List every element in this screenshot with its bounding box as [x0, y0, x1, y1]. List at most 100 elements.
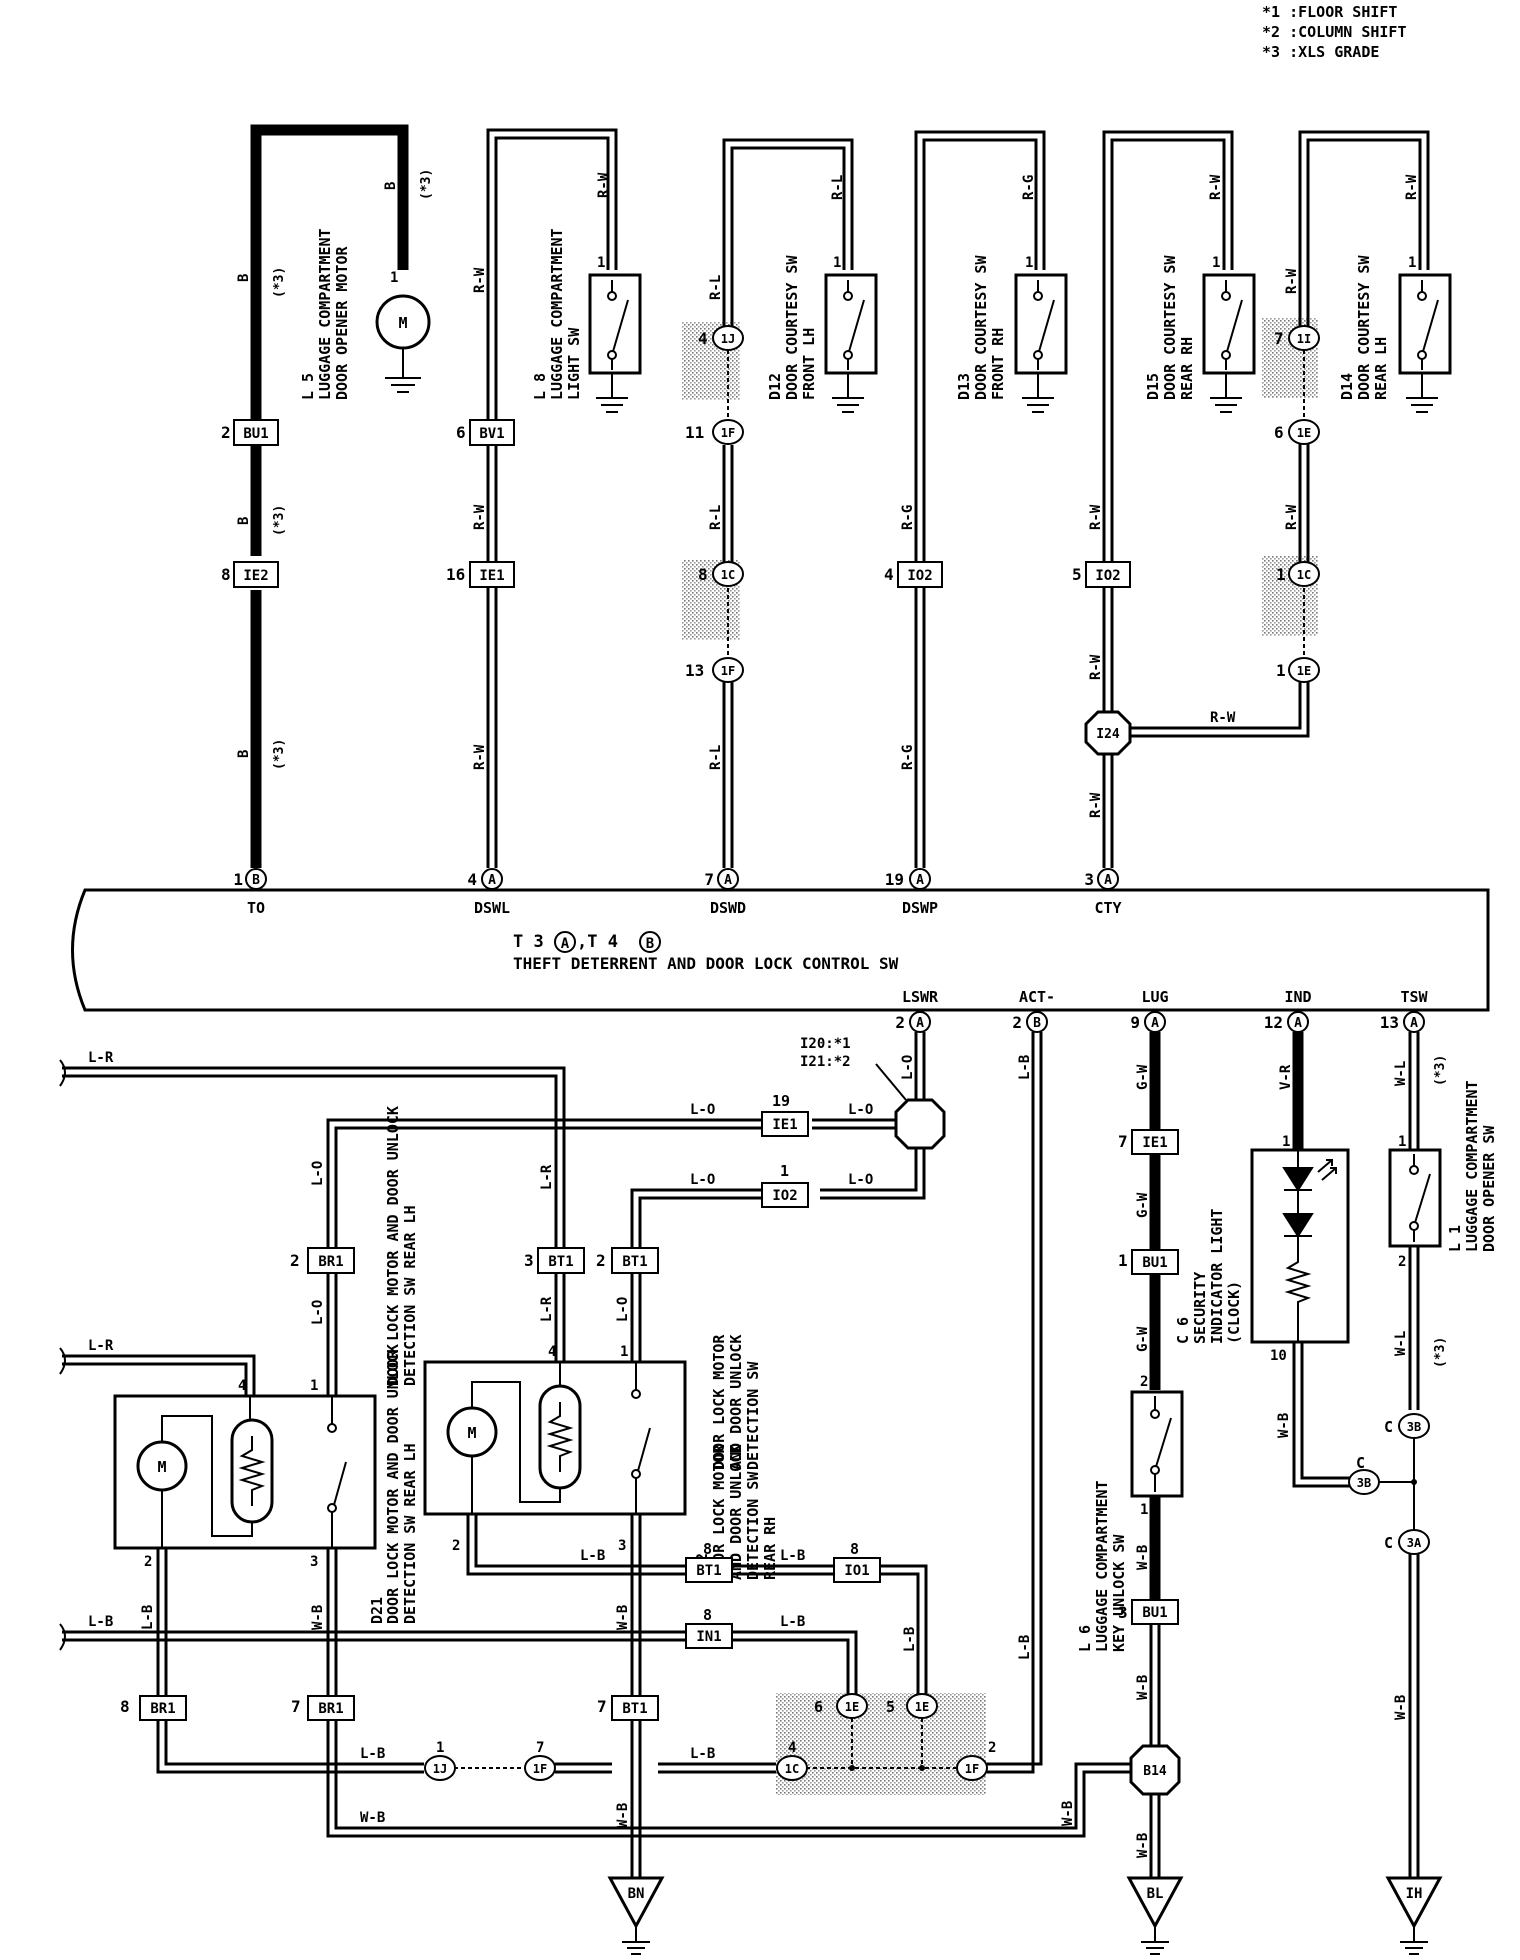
br1-left-box: [139, 1695, 187, 1721]
pin-lswr-label: LSWR: [902, 988, 939, 1006]
d21-name2: DETECTION SW REAR LH: [401, 1205, 419, 1386]
d22-name1: DOOR LOCK MOTOR: [710, 1334, 728, 1470]
j1j-top-pin: 4: [698, 329, 708, 348]
d15-switch-pt1: [1221, 291, 1231, 301]
d22-pin4-wire: [554, 1273, 566, 1362]
d22-wire-lr: L-R: [539, 1296, 555, 1322]
junction-1c-bot: 4 1C: [776, 1740, 808, 1781]
wire-wl-tsw: [1408, 1032, 1420, 1150]
i21-label: I21:*2: [800, 1054, 851, 1070]
d22-pin2: 2: [452, 1538, 460, 1554]
l8-wire-rw1: R-W: [596, 172, 612, 198]
pin-tsw-letter: A: [1410, 1016, 1418, 1031]
j1f-d12-shape: [712, 657, 744, 683]
bu1-bot-box: [1131, 1599, 1179, 1625]
wire-rw-d15-b: [1102, 588, 1114, 712]
wire-lb-1f-bt1: [555, 1762, 612, 1774]
pin-ind-num: 12: [1264, 1013, 1283, 1032]
ground-bn: BN: [607, 1876, 665, 1955]
l6-name2: KEY UNLOCK SW: [1110, 1534, 1128, 1652]
d12-name1: DOOR COURTESY SW: [783, 255, 801, 400]
wire-rl-d12-b: [722, 445, 734, 562]
d21-switch-pt1: [327, 1423, 337, 1433]
pin-to-conn: [245, 868, 267, 890]
l6-switch-box: [1130, 1390, 1184, 1498]
junction-1e-5: 5 1E: [886, 1693, 938, 1719]
io2-cty-label: IO2: [1095, 568, 1120, 584]
br1-right-pin: 7: [291, 1697, 301, 1716]
pin-dswp-num: 19: [885, 870, 904, 889]
wire-rw-i24: [1129, 670, 1310, 738]
d14-ground-icon: [1406, 373, 1438, 413]
pin-dswd-conn: [717, 868, 739, 890]
ie2-box: [233, 561, 279, 588]
pin-dswd-label: DSWD: [710, 899, 746, 917]
lug-wire-gw-2: G-W: [1135, 1192, 1151, 1218]
j1e-d14-label: 1E: [1297, 426, 1311, 440]
br1-right-label: BR1: [318, 1701, 343, 1717]
wire-b-star3-2: (*3): [272, 505, 287, 536]
d13-switch-pt1: [1033, 291, 1043, 301]
i20-i21-leader: [875, 1063, 907, 1101]
d22-name3: DETECTION SW: [744, 1361, 762, 1470]
j1j-bot-pin: 1: [436, 1740, 444, 1756]
wire-lb-in1-tick: [59, 1623, 66, 1651]
pin-act-num: 2: [1012, 1013, 1022, 1032]
bt1-wire-lr: L-R: [539, 1164, 555, 1190]
connector-bt1-bot: 7 BT1: [597, 1695, 659, 1721]
br1-left-label: BR1: [150, 1701, 175, 1717]
ground-ih-shape: [1385, 1876, 1443, 1930]
wire-wb-3a-ih: [1408, 1554, 1420, 1878]
j1f-act-pin: 2: [988, 1740, 996, 1756]
j1c-bot-label: 1C: [785, 1762, 799, 1776]
pin-to: 1 B TO: [233, 868, 267, 917]
io2-bot-box: [761, 1182, 809, 1208]
j1f-bot-label: 1F: [533, 1762, 547, 1776]
component-d22: 3 BT1 2 BT1 L-R L-O 4 1 M 2 3 DOOR LOCK …: [423, 1247, 779, 1580]
l6-pin2: 2: [1140, 1374, 1148, 1390]
j3a-c: C: [1384, 1534, 1393, 1552]
lswr-splice-shape: [894, 1098, 946, 1150]
j1c-d14-pin: 1: [1276, 565, 1286, 584]
pin-dswl: 4 A DSWL: [467, 868, 510, 917]
ecu-conn-b-letter: B: [646, 936, 654, 952]
ie1-top-pin: 16: [446, 565, 465, 584]
d13-wire-rg2: R-G: [900, 505, 916, 530]
connector-ie1-lug: 7 IE1: [1118, 1129, 1179, 1155]
c6-wire-wb: W-B: [1276, 1413, 1292, 1438]
j1c-d12-pin: 8: [698, 565, 708, 584]
d14-wire-rw3: R-W: [1284, 504, 1300, 530]
br1-wire-lo-top: L-O: [310, 1161, 326, 1186]
junction-1j-bot: 1 1J: [424, 1740, 456, 1781]
d15-wire-rw2: R-W: [1088, 504, 1104, 530]
wire-rl-d12-c: [722, 682, 734, 868]
br1-wire-lb-right: L-B: [360, 1746, 385, 1762]
ground-bn-icon: [622, 1926, 650, 1955]
l8-pin1: 1: [597, 255, 605, 271]
l1-wire-wl: W-L: [1393, 1331, 1409, 1356]
chain-wire-lb: L-B: [690, 1746, 715, 1762]
l1-pin2: 2: [1398, 1254, 1406, 1270]
l1-switch-pt2: [1409, 1221, 1419, 1231]
l1-switch-pt1: [1409, 1165, 1419, 1175]
i20-label: I20:*1: [800, 1036, 851, 1052]
d15-wire-rw1: R-W: [1208, 174, 1224, 200]
circuit-lower-left: L-B 8 BT1 L-B 8 IO1 L-B L-B 8 IN1 L-B L-…: [59, 1032, 1130, 1955]
j1e-6-pin: 6: [814, 1698, 823, 1716]
ie1-lug-box: [1131, 1129, 1179, 1155]
l1-name2: DOOR OPENER SW: [1480, 1125, 1498, 1252]
wire-lr-top: [62, 1066, 566, 1248]
connector-bu1-l6: 1 BU1: [1118, 1249, 1179, 1275]
pin-to-label: TO: [247, 899, 265, 917]
l8-wire-rw3: R-W: [472, 504, 488, 530]
wire-rw-d15-c: [1102, 752, 1114, 868]
3a-wire-wb: W-B: [1393, 1695, 1409, 1720]
l8-name1: LUGGAGE COMPARTMENT: [548, 228, 566, 400]
bv1-label: BV1: [479, 426, 504, 442]
d13-wire-rg1: R-G: [1021, 175, 1037, 200]
wire-wb-d21-pin3: [326, 1548, 338, 1696]
pin-act-letter: B: [1033, 1016, 1041, 1031]
io2-top-box: [897, 561, 943, 588]
wire-wl-l1: [1408, 1246, 1420, 1410]
j1c-bot-pin: 4: [788, 1740, 796, 1756]
